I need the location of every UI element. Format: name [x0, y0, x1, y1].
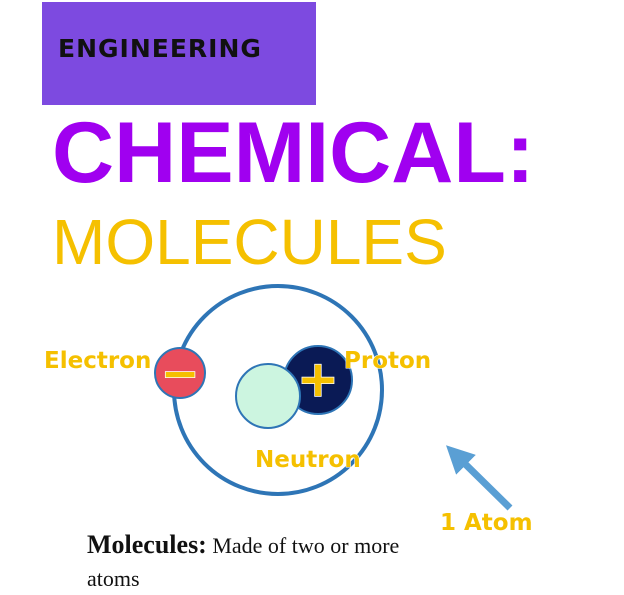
- neutron-label: Neutron: [255, 447, 361, 473]
- one-atom-label: 1 Atom: [440, 510, 533, 536]
- page-subtitle: MOLECULES: [52, 206, 447, 278]
- molecules-definition: Molecules: Made of two or more atoms: [87, 528, 447, 595]
- neutron-particle: [235, 363, 301, 429]
- proton-label: Proton: [344, 348, 431, 374]
- proton-plus-symbol: +: [297, 350, 339, 408]
- banner-label: ENGINEERING: [58, 34, 262, 63]
- definition-text: Made of two or more atoms: [87, 533, 400, 591]
- engineering-banner: ENGINEERING: [42, 2, 316, 105]
- electron-label: Electron: [44, 348, 151, 374]
- electron-particle: [154, 347, 206, 399]
- page-title: CHEMICAL:: [52, 105, 535, 201]
- definition-term: Molecules:: [87, 530, 207, 559]
- electron-minus-symbol: −: [161, 346, 200, 400]
- pointer-arrow: [446, 445, 513, 511]
